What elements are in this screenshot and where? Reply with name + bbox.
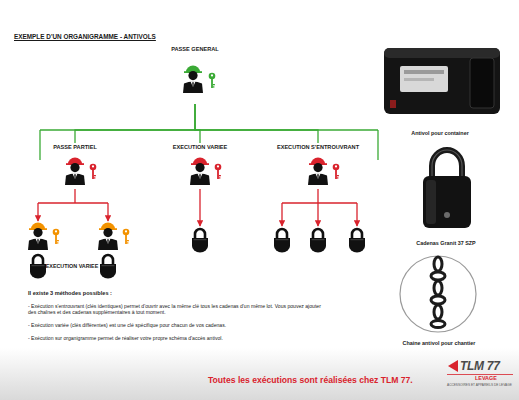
tree-connector — [75, 104, 195, 143]
group-label: EXECUTION VARIEE — [36, 263, 108, 270]
tree-connector — [195, 104, 318, 143]
role-label: PASSE PARTIEL — [38, 144, 112, 151]
product-photo: Antivol pour container — [376, 42, 504, 136]
role-node: EXECUTION S'ENTROUVRANT — [268, 144, 368, 190]
photo-caption: Chaine antivol pour chantier — [384, 340, 494, 346]
role-label: PASSE GENERAL — [158, 46, 232, 53]
note-heading: Il existe 3 méthodes possibles : — [28, 290, 328, 297]
photo-caption: Antivol pour container — [376, 130, 504, 136]
tree-connector — [195, 104, 200, 143]
role-node: EXECUTION VARIEE — [160, 144, 240, 190]
note-text: - Exécution sur organigramme permet de r… — [28, 335, 328, 341]
logo-tagline: ACCESSOIRES ET APPAREILS DE LEVAGE — [447, 383, 517, 387]
note-text: - Exécution s'entrouvrant (clés identiqu… — [28, 303, 328, 316]
note-text: - Exécution variée (clés différentes) es… — [28, 322, 328, 328]
footer-slogan: Toutes les exécutions sont réalisées che… — [208, 375, 448, 386]
diagram-title: EXEMPLE D'UN ORGANIGRAMME - ANTIVOLS — [14, 33, 156, 41]
role-node: PASSE PARTIEL — [38, 144, 112, 190]
photo-caption: Cadenas Granit 37 SZP — [398, 240, 494, 246]
logo-text: TLM 77 — [460, 359, 516, 374]
role-node: PASSE GENERAL — [158, 46, 232, 104]
product-photo: Chaine antivol pour chantier — [384, 252, 494, 346]
role-label: EXECUTION S'ENTROUVRANT — [268, 144, 368, 151]
logo-subtext: LEVAGE — [475, 375, 515, 382]
product-photo: Cadenas Granit 37 SZP — [398, 146, 494, 246]
role-label: EXECUTION VARIEE — [160, 144, 240, 151]
